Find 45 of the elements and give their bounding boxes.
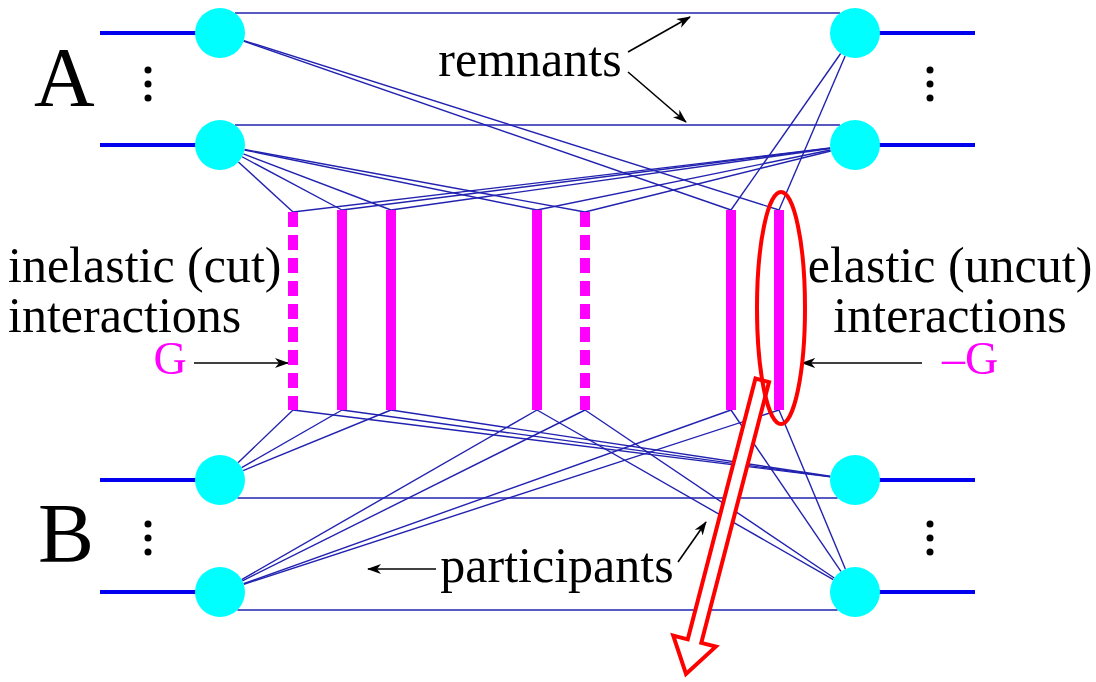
connection-line — [236, 609, 839, 611]
connection-line — [242, 153, 392, 211]
leader-arrow — [627, 16, 691, 53]
nucleon-blob — [830, 455, 880, 505]
leader-arrow — [367, 564, 437, 574]
annotation-text: remnants — [432, 34, 628, 84]
nucleon-blob — [195, 455, 245, 505]
nucleus-label: B — [38, 486, 95, 582]
connection-line — [241, 156, 343, 211]
nucleon-blob — [830, 567, 880, 617]
connection-line — [243, 149, 538, 211]
arrow — [801, 358, 923, 368]
connection-line — [237, 409, 294, 464]
connection-line — [778, 55, 846, 211]
connection-line — [536, 409, 834, 581]
connection-line — [584, 150, 832, 213]
connection-line — [584, 409, 835, 579]
connection-line — [237, 161, 294, 213]
connection-line — [536, 149, 832, 211]
connection-line — [234, 12, 841, 14]
connection-line — [730, 52, 842, 211]
nucleus-label: A — [34, 30, 95, 126]
dashed-pomeron-bar — [580, 212, 590, 410]
dashed-pomeron-bar — [288, 212, 298, 410]
connection-line — [778, 409, 847, 570]
nucleon-blob — [195, 120, 245, 170]
pomeron-bar — [337, 210, 347, 410]
connection-line — [730, 409, 842, 573]
leader-arrow — [627, 71, 687, 123]
connection-line — [236, 497, 839, 499]
arrow — [193, 358, 289, 368]
connection-line — [243, 148, 586, 213]
pomeron-bar — [774, 210, 784, 410]
nucleon-blob — [195, 567, 245, 617]
nucleon-blob — [830, 120, 880, 170]
connection-line — [241, 409, 343, 469]
pomeron-bar — [532, 210, 542, 410]
hollow-arrow — [670, 376, 772, 678]
pomeron-bar — [386, 210, 396, 410]
connection-line — [242, 409, 392, 472]
pomeron-bar — [726, 210, 736, 410]
nucleon-blob — [830, 8, 880, 58]
leader-arrow — [677, 521, 707, 563]
connection-line — [234, 124, 841, 126]
nucleon-blob — [195, 8, 245, 58]
